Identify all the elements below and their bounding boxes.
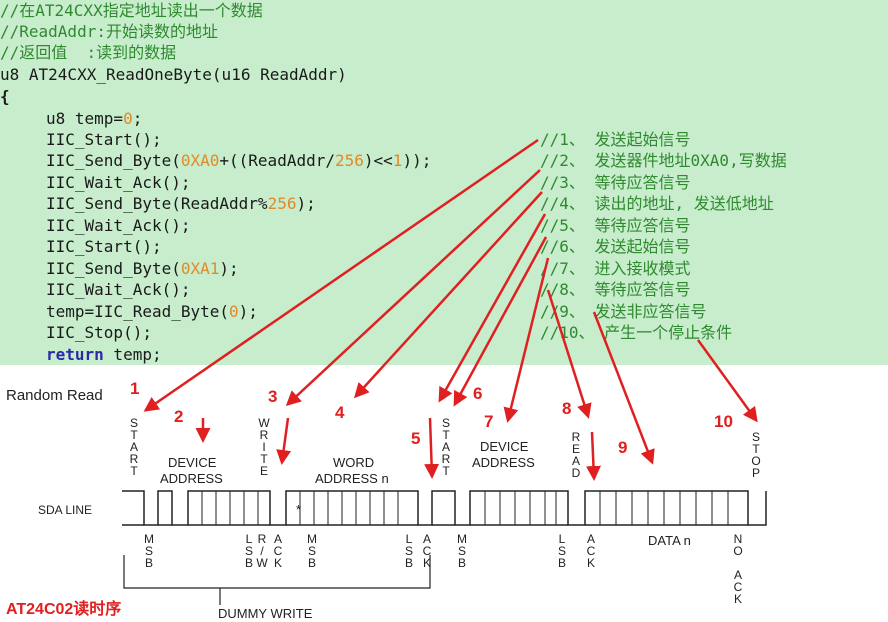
- dummy-write-label: DUMMY WRITE: [218, 606, 313, 621]
- code-line: u8 temp=0;: [46, 108, 142, 129]
- code-token: );: [219, 259, 239, 278]
- code-line: IIC_Send_Byte(0XA0+((ReadAddr/256)<<1));: [46, 150, 431, 171]
- code-number: 0XA1: [180, 259, 220, 278]
- code-number: 0: [229, 302, 239, 321]
- code-token: );: [296, 194, 316, 213]
- step-number: 8: [562, 399, 572, 418]
- code-token: ));: [402, 151, 432, 170]
- code-line: return temp;: [46, 344, 162, 365]
- code-number: 256: [267, 194, 297, 213]
- code-line: IIC_Wait_Ack();: [46, 216, 191, 235]
- code-line: IIC_Start();: [46, 237, 162, 256]
- code-panel: //在AT24CXX指定地址读出一个数据 //ReadAddr:开始读数的地址 …: [0, 1, 787, 365]
- device-address-label: ADDRESS: [472, 455, 535, 470]
- vertical-label-rw: R/W: [256, 532, 268, 570]
- code-token: );: [238, 302, 258, 321]
- code-token: +((ReadAddr/: [219, 151, 335, 170]
- step-number: 3: [268, 387, 278, 406]
- step-comment: //3、 等待应答信号: [540, 173, 691, 192]
- step-number: 7: [484, 412, 494, 431]
- code-line: temp=IIC_Read_Byte(0);: [46, 301, 258, 322]
- step-comment: //6、 发送起始信号: [540, 237, 691, 256]
- code-token: u8 temp=: [46, 109, 124, 128]
- code-token: IIC_Send_Byte(: [46, 151, 181, 170]
- open-brace: {: [0, 87, 10, 106]
- code-number: 256: [334, 151, 364, 170]
- step-number: 5: [411, 429, 421, 448]
- step-comment: //4、 读出的地址, 发送低地址: [540, 194, 774, 213]
- data-n-label: DATA n: [648, 533, 691, 548]
- code-line: IIC_Start();: [46, 130, 162, 149]
- step-comment: //10、 产生一个停止条件: [540, 323, 733, 342]
- step-number: 2: [174, 407, 184, 426]
- diagram-title: Random Read: [6, 387, 103, 404]
- word-address-label: ADDRESS n: [315, 471, 389, 486]
- code-number: 0: [123, 109, 133, 128]
- code-token: temp;: [103, 345, 162, 364]
- step-comment: //8、 等待应答信号: [540, 280, 691, 299]
- code-line: IIC_Wait_Ack();: [46, 173, 191, 192]
- code-token: ;: [132, 109, 143, 128]
- code-number: 1: [392, 151, 403, 170]
- code-line: IIC_Send_Byte(ReadAddr%256);: [46, 193, 316, 214]
- diagram-caption: AT24C02读时序: [6, 601, 122, 618]
- step-comment: //5、 等待应答信号: [540, 216, 691, 235]
- timing-diagram: Random Read SDA LINE DEVICE ADDRESS WORD…: [0, 365, 888, 622]
- step-number: 9: [618, 438, 628, 457]
- code-comment: //ReadAddr:开始读数的地址: [0, 22, 218, 41]
- step-number: 1: [130, 379, 140, 398]
- function-signature: u8 AT24CXX_ReadOneByte(u16 ReadAddr): [0, 65, 347, 84]
- word-address-label: WORD: [333, 455, 375, 470]
- device-address-label: ADDRESS: [160, 471, 223, 486]
- step-number: 6: [473, 384, 483, 403]
- step-comment: //9、 发送非应答信号: [540, 302, 707, 321]
- code-token: temp=IIC_Read_Byte(: [46, 302, 230, 321]
- sda-line-label: SDA LINE: [38, 503, 93, 517]
- code-line: IIC_Wait_Ack();: [46, 280, 191, 299]
- step-number: 4: [335, 403, 345, 422]
- step-comment: //2、 发送器件地址0XA0,写数据: [540, 151, 787, 170]
- code-line: IIC_Send_Byte(0XA1);: [46, 258, 239, 279]
- step-number: 10: [714, 412, 733, 431]
- code-token: IIC_Send_Byte(: [46, 259, 181, 278]
- code-number: 0XA0: [180, 151, 220, 170]
- code-comment: //返回值 :读到的数据: [0, 43, 177, 62]
- star-mark: *: [296, 502, 302, 517]
- code-line: IIC_Stop();: [46, 323, 152, 342]
- code-keyword: return: [46, 345, 104, 364]
- device-address-label: DEVICE: [480, 439, 529, 454]
- code-token: IIC_Send_Byte(ReadAddr%: [46, 194, 268, 213]
- code-comment: //在AT24CXX指定地址读出一个数据: [0, 1, 263, 20]
- device-address-label: DEVICE: [168, 455, 217, 470]
- step-comment: //7、 进入接收模式: [540, 259, 691, 278]
- code-token: )<<: [363, 151, 393, 170]
- step-comment: //1、 发送起始信号: [540, 130, 691, 149]
